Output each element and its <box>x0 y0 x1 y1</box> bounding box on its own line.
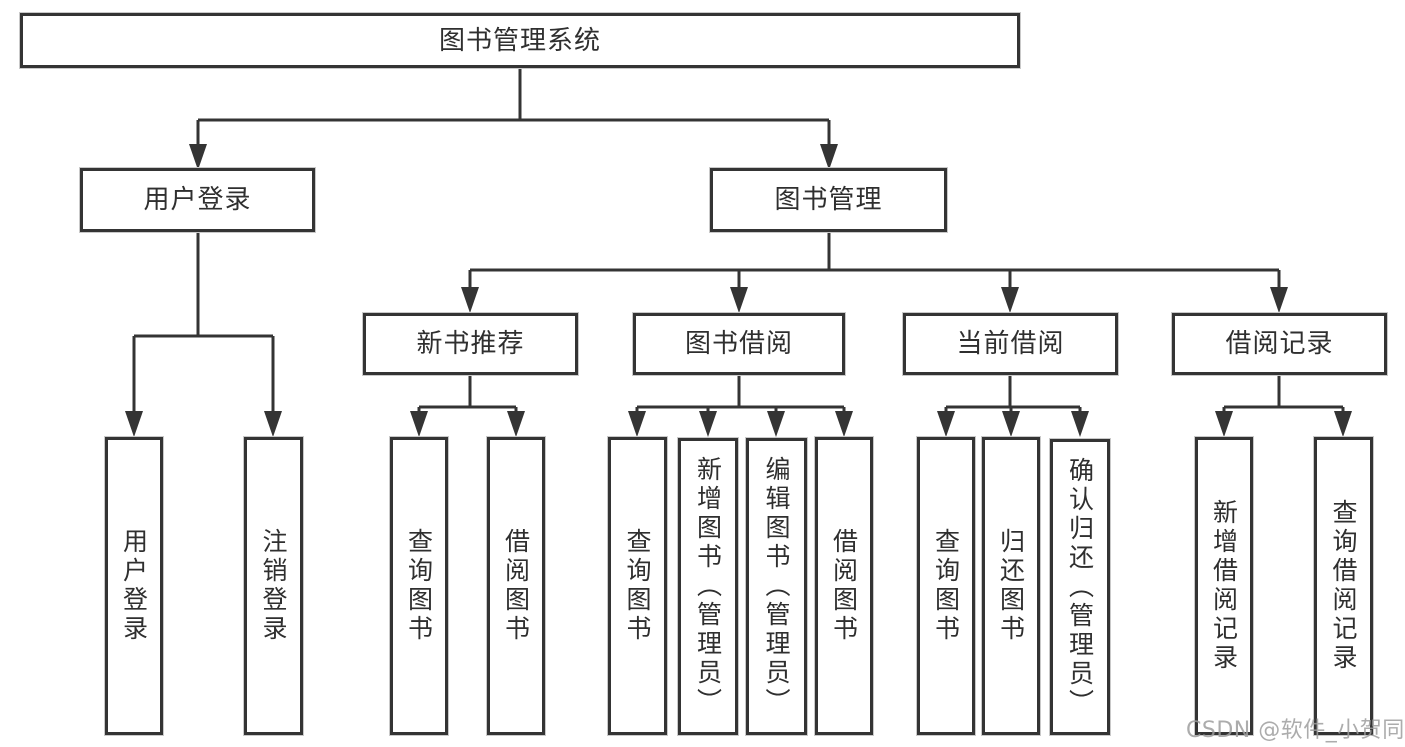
node-new-book-recommend: 新书推荐 <box>363 313 578 375</box>
connector-bookborrow-to-leaves <box>635 375 846 413</box>
leaf-query-book-2: 查询图书 <box>608 437 667 735</box>
node-borrow-record: 借阅记录 <box>1172 313 1387 375</box>
leaf-borrow-book-2: 借阅图书 <box>815 437 873 735</box>
node-user-login: 用户登录 <box>80 168 315 232</box>
node-root: 图书管理系统 <box>20 13 1020 68</box>
node-book-borrow: 图书借阅 <box>633 313 845 375</box>
leaf-return-book: 归还图书 <box>982 437 1040 735</box>
connector-borrowrecord-to-leaves <box>1222 375 1345 413</box>
leaf-query-book-1: 查询图书 <box>390 437 448 735</box>
leaf-user-login: 用户登录 <box>105 437 163 735</box>
connector-userlogin-to-leaves <box>132 232 275 413</box>
node-book-management: 图书管理 <box>710 168 947 232</box>
connector-currentborrow-to-leaves <box>944 375 1082 413</box>
connector-bookmgmt-to-level3 <box>468 232 1281 289</box>
node-current-borrow: 当前借阅 <box>903 313 1118 375</box>
leaf-logout-login: 注销登录 <box>244 437 303 735</box>
leaf-add-borrow-record: 新增借阅记录 <box>1195 437 1253 735</box>
csdn-watermark: CSDN @软件_小贺同学 <box>1186 718 1405 743</box>
leaf-add-book-admin: 新增图书（管理员） <box>678 438 738 735</box>
leaf-borrow-book-1: 借阅图书 <box>487 437 545 735</box>
leaf-confirm-return-admin: 确认归还（管理员） <box>1050 439 1110 735</box>
arrowheads <box>125 144 1352 437</box>
leaf-query-book-3: 查询图书 <box>917 437 975 735</box>
leaf-edit-book-admin: 编辑图书（管理员） <box>746 438 807 735</box>
connector-newbook-to-leaves <box>417 375 518 413</box>
leaf-query-borrow-record: 查询借阅记录 <box>1314 437 1373 735</box>
connector-root-to-level2 <box>196 68 831 146</box>
